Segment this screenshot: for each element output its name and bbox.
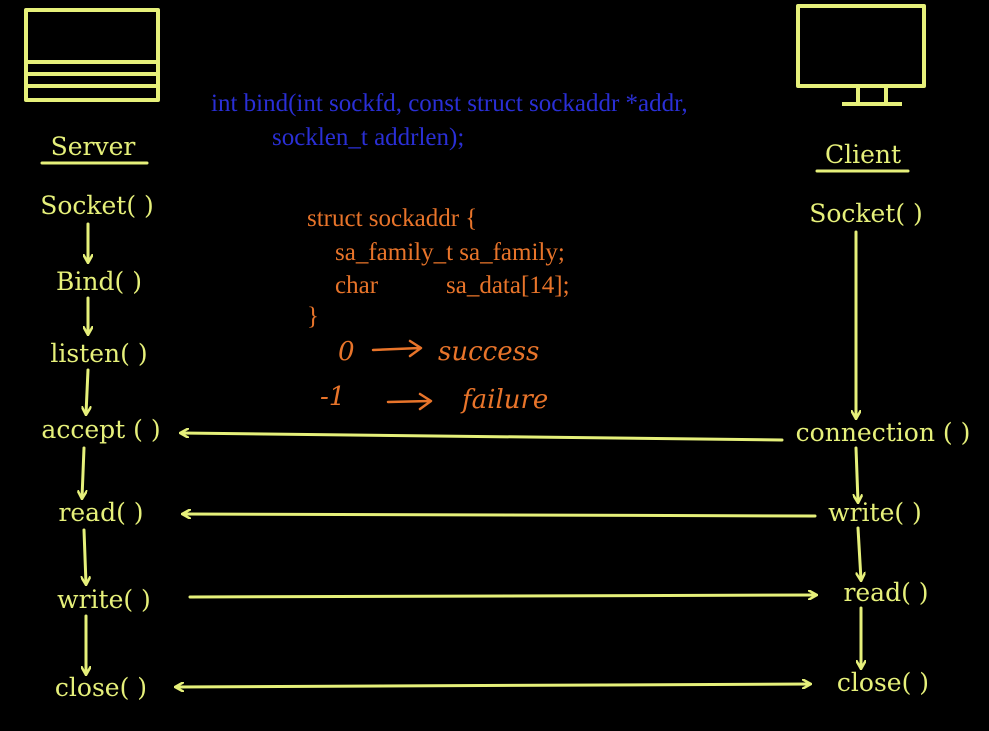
server-step-write: write( ): [57, 585, 151, 614]
client-step-connection: connection ( ): [796, 418, 971, 447]
server-step-listen: listen( ): [50, 339, 147, 368]
struct-field-data-type: char: [335, 272, 379, 299]
return-success-code: 0: [338, 337, 355, 367]
server-title: Server: [51, 132, 136, 161]
client-flow-arrow-2: [856, 446, 858, 502]
return-success-arrow: [371, 339, 423, 358]
return-failure-arrow: [386, 392, 433, 411]
server-flow-arrow-3: [86, 368, 88, 414]
server-step-socket: Socket( ): [40, 191, 154, 220]
server-step-close: close( ): [55, 673, 147, 702]
server-step-read: read( ): [58, 498, 143, 527]
struct-field-family: sa_family_t sa_family;: [335, 239, 565, 266]
connection-to-accept-arrow: [181, 433, 784, 442]
close-bidirectional-arrow: [176, 684, 810, 687]
client-title: Client: [825, 140, 901, 169]
client-step-write: write( ): [828, 498, 922, 527]
struct-field-data-name: sa_data[14];: [446, 272, 570, 299]
return-success-text: success: [438, 337, 539, 367]
server-write-to-client-read-arrow: [188, 595, 816, 597]
client-step-socket: Socket( ): [809, 199, 923, 228]
client-write-to-server-read-arrow: [183, 514, 817, 516]
struct-close: }: [307, 303, 319, 330]
return-failure-code: -1: [320, 382, 345, 412]
server-flow-arrow-4: [82, 446, 84, 498]
bind-signature-line-1: int bind(int sockfd, const struct sockad…: [211, 90, 688, 117]
server-laptop-icon: [24, 8, 160, 102]
server-step-accept: accept ( ): [41, 415, 160, 444]
bind-signature-line-2: socklen_t addrlen);: [272, 124, 464, 151]
client-flow-arrow-3: [858, 526, 861, 580]
server-flow-arrow-5: [84, 528, 86, 584]
return-failure-text: failure: [460, 385, 548, 415]
client-monitor-icon: [796, 4, 926, 106]
server-step-bind: Bind( ): [56, 267, 142, 296]
struct-open: struct sockaddr {: [307, 205, 477, 232]
client-step-close: close( ): [837, 668, 929, 697]
client-step-read: read( ): [843, 578, 928, 607]
